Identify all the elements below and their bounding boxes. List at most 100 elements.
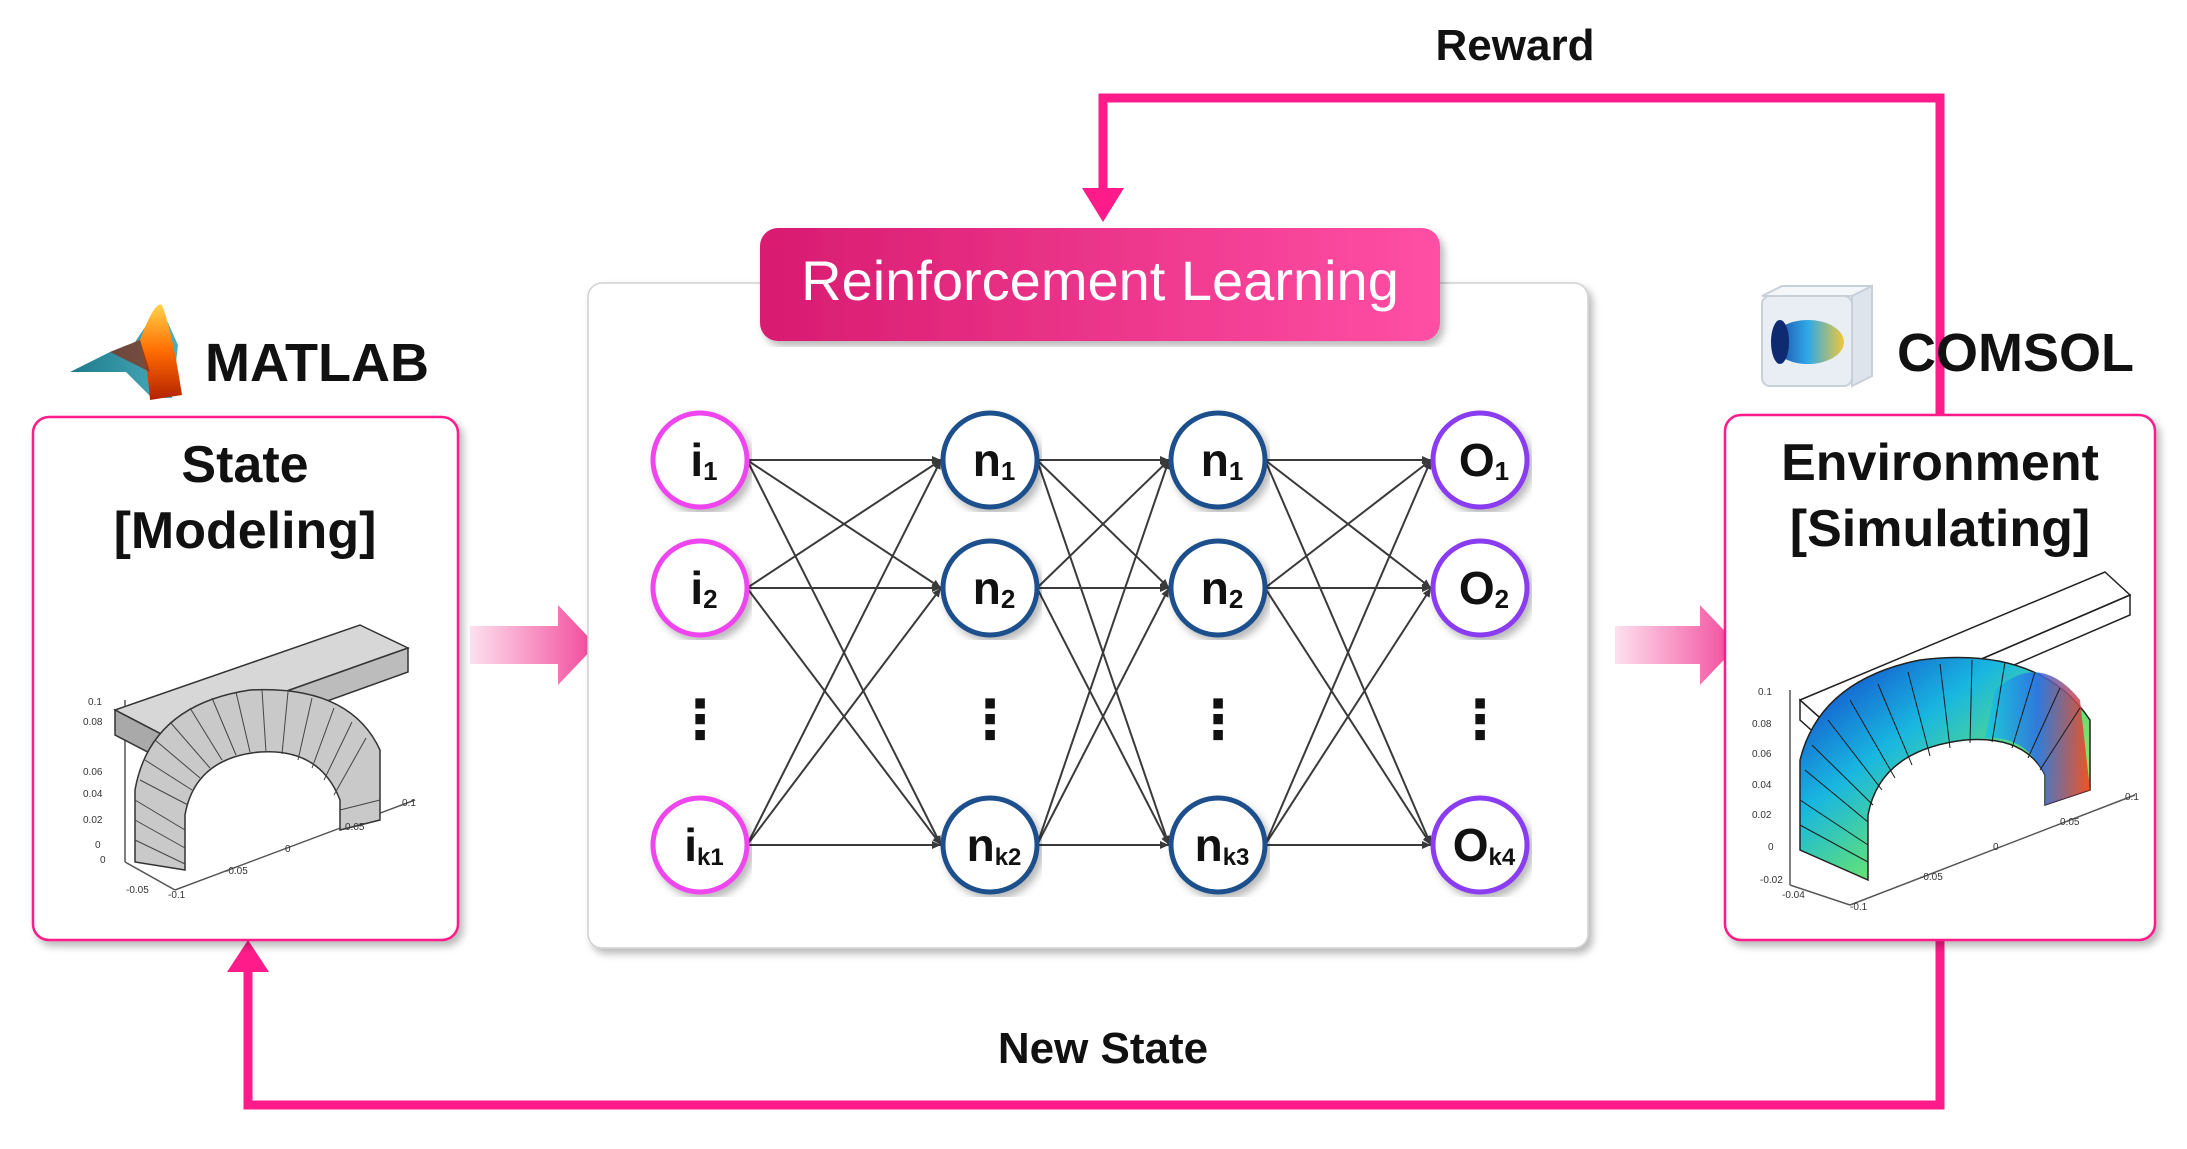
nn-edge [1264, 587, 1432, 846]
nn-node-label: n2 [973, 562, 1016, 614]
matlab-logo-icon [70, 304, 182, 400]
state-subtitle: [Modeling] [114, 502, 377, 560]
new-state-label: New State [998, 1024, 1208, 1073]
left-z-tick: 0.04 [83, 789, 103, 800]
nn-node-circle [1430, 538, 1530, 638]
simulation-result-plot: 0.1 0.08 0.06 0.04 0.02 0 -0.02 -0.04 -0… [1752, 571, 2139, 913]
comsol-logo-icon [1761, 284, 1873, 388]
nn-ellipsis: ⋮ [963, 688, 1017, 751]
state-to-rl-arrow [470, 605, 596, 685]
left-x-tick: -0.1 [168, 890, 186, 901]
nn-edge [746, 459, 942, 846]
reward-loop: Reward [1082, 21, 1945, 415]
nn-node-label: ik1 [684, 819, 723, 871]
nn-edges [746, 456, 1432, 849]
nn-node: Ok4 [1430, 795, 1530, 895]
nn-node-label: n1 [973, 434, 1016, 486]
nn-node: O1 [1430, 410, 1530, 510]
nn-edge [1264, 459, 1432, 846]
nn-edge [746, 459, 942, 589]
nn-ellipsis: ⋮ [1191, 688, 1245, 751]
nn-node-circle [1168, 795, 1268, 895]
reward-arrowhead [1082, 188, 1124, 222]
reward-path [1098, 93, 1945, 415]
left-y-tick: 0 [285, 844, 291, 855]
nn-node-circle [1168, 538, 1268, 638]
nn-node-circle [1430, 410, 1530, 510]
left-y-tick: 0.05 [345, 822, 365, 833]
right-z-tick: 0.04 [1752, 780, 1772, 791]
rl-panel: Reinforcement Learning i1 i2 ik1 ⋮ n1 n2 nk2 ⋮ n… [587, 228, 1589, 949]
right-y-tick: 0.1 [2125, 792, 2139, 803]
nn-edge [746, 587, 942, 846]
nn-node-label: n1 [1201, 434, 1244, 486]
nn-ellipsis: ⋮ [1453, 688, 1507, 751]
nn-node-label: i1 [690, 434, 717, 486]
left-z-tick: 0.1 [88, 697, 102, 708]
matlab-label: MATLAB [205, 333, 429, 393]
right-x-tick: -0.1 [1850, 902, 1868, 913]
nn-node: nk2 [940, 795, 1040, 895]
right-y-tick: 0.05 [2060, 817, 2080, 828]
right-y-tick: -0.05 [1920, 872, 1943, 883]
left-z-tick: 0 [95, 840, 101, 851]
nn-node-label: i2 [690, 562, 717, 614]
rl-to-env-arrow [1615, 605, 1738, 685]
nn-node-label: O1 [1459, 434, 1509, 486]
nn-edge [1264, 459, 1432, 589]
nn-node: n1 [1168, 410, 1268, 510]
nn-node-circle [650, 538, 750, 638]
right-z-tick: 0.02 [1752, 810, 1772, 821]
nn-node-circle [650, 795, 750, 895]
nn-node-label: Ok4 [1453, 819, 1516, 871]
nn-node: O2 [1430, 538, 1530, 638]
state-title: State [181, 436, 308, 494]
nn-node-label: nk3 [1195, 819, 1250, 871]
right-z-tick: -0.04 [1782, 890, 1805, 901]
new-state-loop: New State [227, 940, 1945, 1110]
nn-edge [1036, 459, 1170, 846]
new-state-arrowhead [227, 940, 269, 972]
right-z-tick: 0.1 [1758, 687, 1772, 698]
nn-ellipsis: ⋮ [673, 688, 727, 751]
nn-edge [1036, 587, 1170, 846]
right-z-tick: 0.08 [1752, 719, 1772, 730]
right-z-tick: -0.02 [1760, 875, 1783, 886]
nn-node-circle [940, 410, 1040, 510]
rl-header [760, 228, 1440, 341]
nn-node: ik1 [650, 795, 750, 895]
state-box: State [Modeling] [31, 415, 460, 942]
nn-node-circle [940, 538, 1040, 638]
nn-node-label: O2 [1459, 562, 1509, 614]
left-y-tick: 0.1 [402, 798, 416, 809]
left-z-tick: 0.02 [83, 815, 103, 826]
nn-node: n1 [940, 410, 1040, 510]
environment-subtitle: [Simulating] [1790, 500, 2090, 558]
nn-node-circle [650, 410, 750, 510]
reward-label: Reward [1436, 21, 1595, 70]
right-z-tick: 0 [1768, 842, 1774, 853]
nn-node: nk3 [1168, 795, 1268, 895]
right-z-tick: 0.06 [1752, 749, 1772, 760]
right-y-tick: 0 [1993, 842, 1999, 853]
nn-node-circle [1168, 410, 1268, 510]
nn-node-label: nk2 [967, 819, 1022, 871]
nn-node: i2 [650, 538, 750, 638]
environment-title: Environment [1781, 434, 2099, 492]
comsol-label: COMSOL [1897, 323, 2134, 383]
left-z-tick: 0.06 [83, 767, 103, 778]
nn-edge [1036, 459, 1170, 589]
nn-node: n2 [1168, 538, 1268, 638]
environment-box: Environment [Simulating] [1723, 413, 2157, 942]
left-z-tick: 0 [100, 855, 106, 866]
left-x-tick: -0.05 [126, 885, 149, 896]
rl-title: Reinforcement Learning [801, 249, 1399, 312]
nn-node: i1 [650, 410, 750, 510]
arch-model-plot: 0.1 0.08 0.06 0.04 0.02 0 0 -0.05 -0.1 0… [83, 624, 416, 901]
nn-node: n2 [940, 538, 1040, 638]
nn-node-circle [1430, 795, 1530, 895]
new-state-path [243, 940, 1945, 1110]
left-y-tick: -0.05 [225, 866, 248, 877]
